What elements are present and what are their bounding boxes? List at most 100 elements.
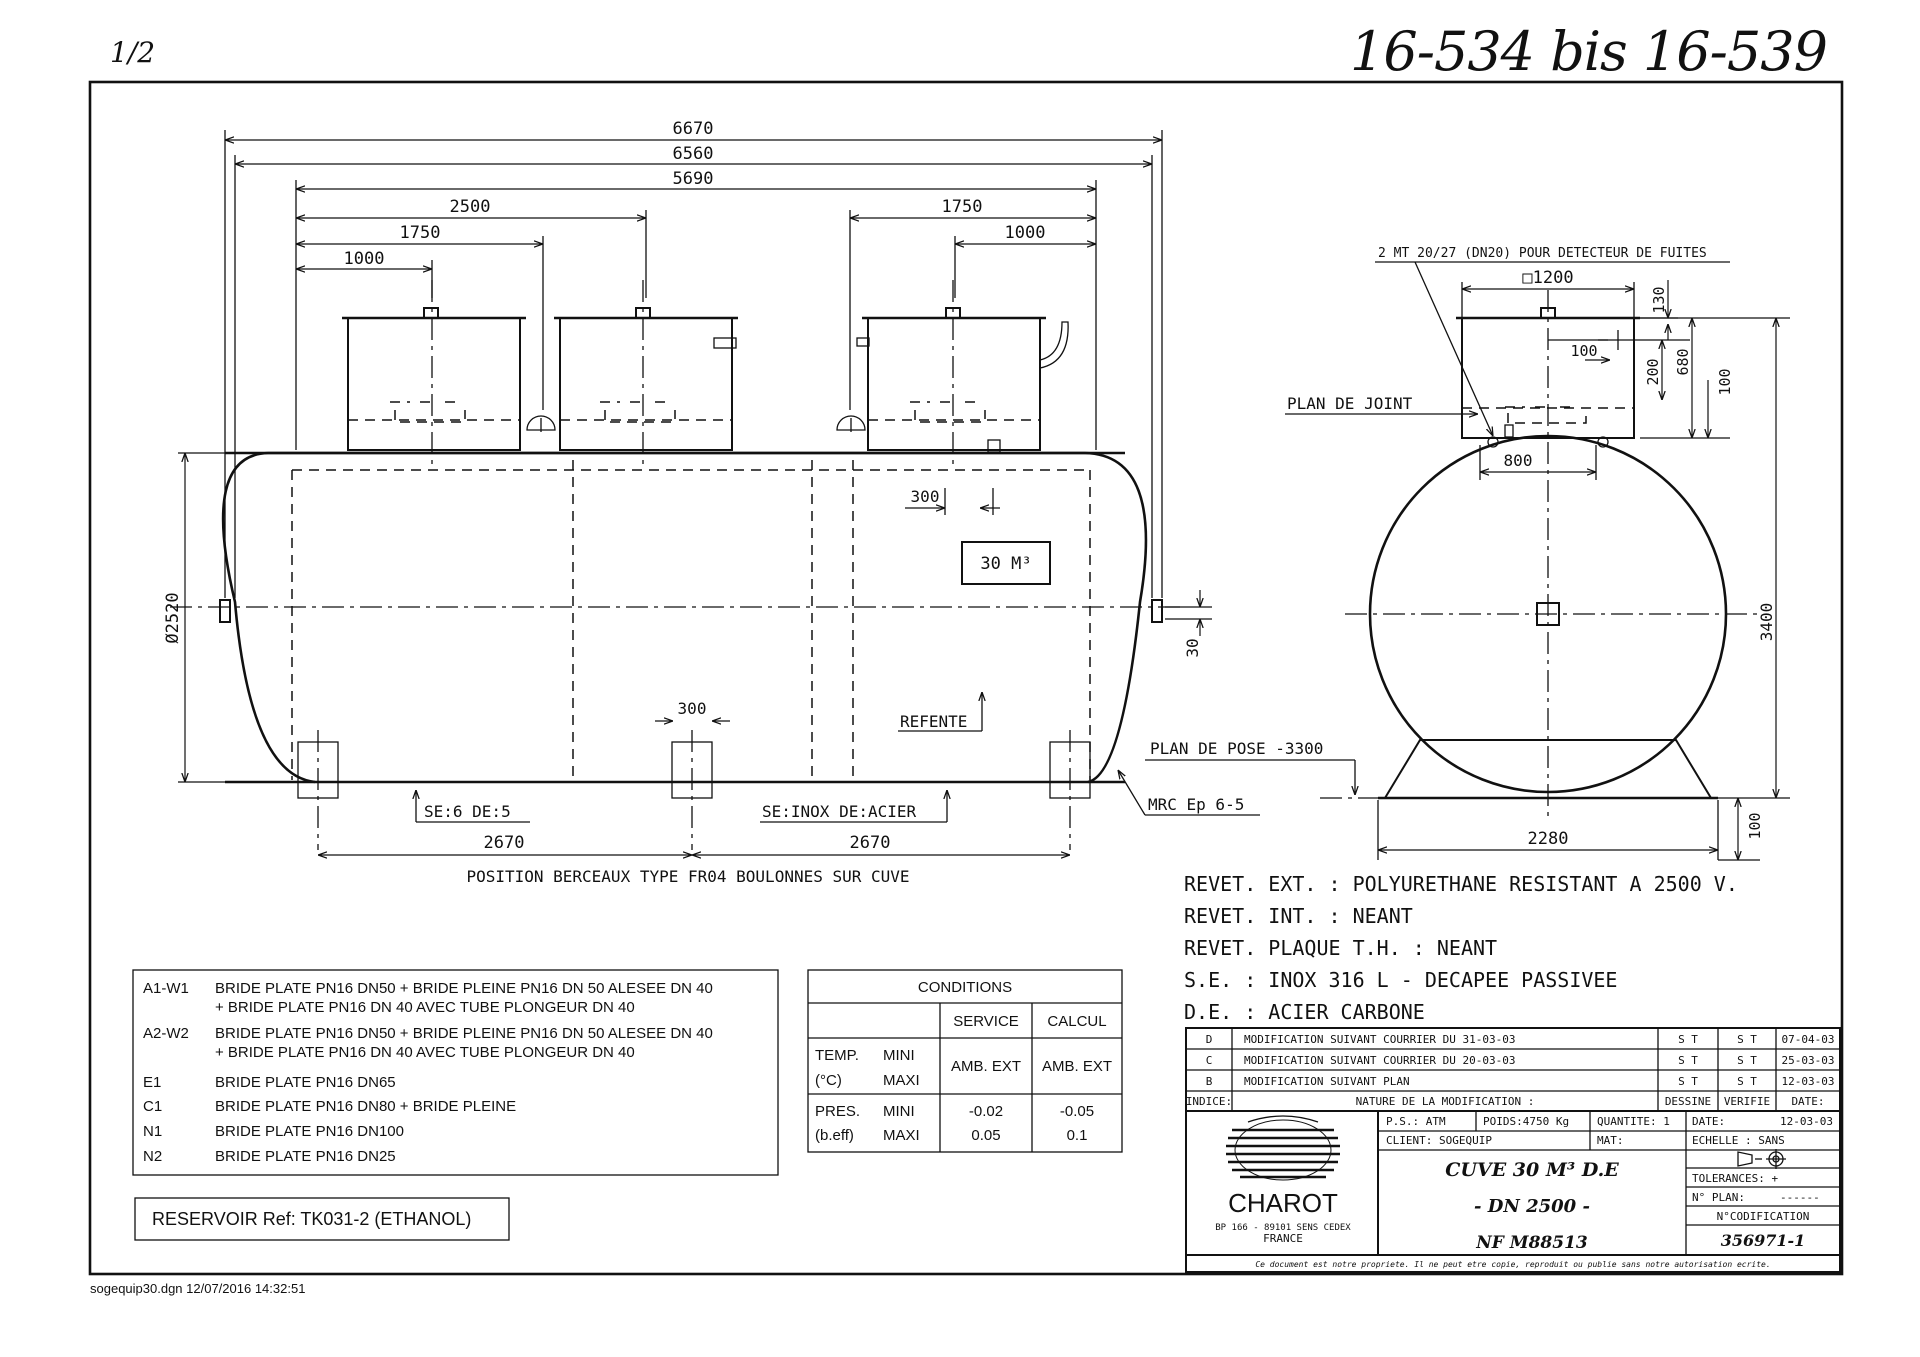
conditions-table: CONDITIONS SERVICE CALCUL TEMP. (°C) MIN… <box>807 969 1123 1153</box>
nozzle-desc: BRIDE PLATE PN16 DN50 + BRIDE PLEINE PN1… <box>215 1025 713 1042</box>
rev-indice: B <box>1206 1075 1213 1088</box>
nozzle-desc: BRIDE PLATE PN16 DN50 + BRIDE PLEINE PN1… <box>215 980 713 997</box>
spec-line-3: REVET. PLAQUE T.H. : NEANT <box>1184 936 1497 960</box>
rev-date: 12-03-03 <box>1782 1075 1835 1088</box>
conditions-title: CONDITIONS <box>918 979 1012 996</box>
col-service: SERVICE <box>953 1013 1019 1030</box>
specifications: REVET. EXT. : POLYURETHANE RESISTANT A 2… <box>1184 872 1738 1024</box>
company-country: FRANCE <box>1263 1232 1303 1245</box>
dim-1750-left: 1750 <box>400 223 441 243</box>
dim-100-bottom: 100 <box>1746 812 1764 839</box>
disclaimer: Ce document est notre propriete. Il ne p… <box>1255 1260 1770 1269</box>
reservoir-ref: RESERVOIR Ref: TK031-2 (ETHANOL) <box>152 1209 471 1229</box>
dim-berceau-left: 2670 <box>484 833 525 853</box>
company-name: CHAROT <box>1228 1188 1338 1218</box>
rev-indice: C <box>1206 1054 1213 1067</box>
row-pres: PRES. <box>815 1103 860 1120</box>
nozzle-tag: E1 <box>143 1074 161 1091</box>
rev-nature: MODIFICATION SUIVANT PLAN <box>1244 1075 1410 1088</box>
spec-line-2: REVET. INT. : NEANT <box>1184 904 1413 928</box>
dim-square-1200: □1200 <box>1522 268 1573 288</box>
dim-berceau-right: 2670 <box>850 833 891 853</box>
tb-title-3: NF M88513 <box>1475 1233 1588 1253</box>
dim-800: 800 <box>1504 451 1533 470</box>
pres-min-service: -0.02 <box>969 1103 1003 1120</box>
reservoir-box <box>134 1197 510 1241</box>
title-block: D MODIFICATION SUIVANT COURRIER DU 31-03… <box>1185 1027 1841 1273</box>
charot-logo-icon <box>1226 1115 1340 1181</box>
nozzle-table: A1-W1 BRIDE PLATE PN16 DN50 + BRIDE PLEI… <box>132 969 779 1176</box>
temp-calcul: AMB. EXT <box>1042 1058 1112 1075</box>
dim-1000-left: 1000 <box>344 249 385 269</box>
nozzle-tag: A2-W2 <box>143 1025 189 1042</box>
dim-1000-right: 1000 <box>1005 223 1046 243</box>
tb-mat: MAT: <box>1597 1134 1624 1147</box>
side-view: 6670 6560 5690 2500 1750 1000 1750 1000 … <box>163 119 1390 886</box>
dim-300-dome: 300 <box>911 487 940 506</box>
dim-200: 200 <box>1644 358 1662 385</box>
rev-nature: MODIFICATION SUIVANT COURRIER DU 31-03-0… <box>1244 1033 1516 1046</box>
temp-service: AMB. EXT <box>951 1058 1021 1075</box>
tb-ps: P.S.: ATM <box>1386 1115 1446 1128</box>
tb-client: CLIENT: SOGEQUIP <box>1386 1134 1492 1147</box>
pres-max-service: 0.05 <box>971 1127 1000 1144</box>
pres-mini: MINI <box>883 1103 915 1120</box>
position-caption: POSITION BERCEAUX TYPE FR04 BOULONNES SU… <box>466 867 909 886</box>
nozzle-tag: N2 <box>143 1148 162 1165</box>
nozzle-tag: A1-W1 <box>143 980 189 997</box>
company-address: BP 166 - 89101 SENS CEDEX <box>1215 1223 1351 1233</box>
nozzle-desc: BRIDE PLATE PN16 DN25 <box>215 1148 396 1165</box>
tb-nplan-value: ------ <box>1780 1191 1820 1204</box>
dim-3400: 3400 <box>1757 603 1776 642</box>
tb-date-label: DATE: <box>1692 1115 1725 1128</box>
drawing-frame <box>88 80 1844 1276</box>
rev-header-verifie: VERIFIE <box>1724 1095 1770 1108</box>
tb-quantite: QUANTITE: 1 <box>1597 1115 1670 1128</box>
rev-header-date: DATE: <box>1791 1095 1824 1108</box>
rev-date: 25-03-03 <box>1782 1054 1835 1067</box>
reference-numbers: 16-534 bis 16-539 <box>1350 20 1827 83</box>
tb-ncode-label: N°CODIFICATION <box>1717 1210 1810 1223</box>
tb-tolerances: TOLERANCES: + <box>1692 1172 1778 1185</box>
rev-nature: MODIFICATION SUIVANT COURRIER DU 20-03-0… <box>1244 1054 1516 1067</box>
dim-100-right: 100 <box>1716 368 1734 395</box>
se-left-label: SE:6 DE:5 <box>424 802 511 821</box>
dim-overall-length: 6670 <box>673 119 714 139</box>
tb-ncode-value: 356971-1 <box>1721 1231 1806 1250</box>
dim-30: 30 <box>1183 638 1202 657</box>
pres-max-calcul: 0.1 <box>1067 1127 1088 1144</box>
sheet-number: 1/2 <box>110 36 155 69</box>
dim-diameter: Ø2520 <box>163 592 183 643</box>
leak-detector-note: 2 MT 20/27 (DN20) POUR DETECTEUR DE FUIT… <box>1378 246 1707 261</box>
rev-header-indice: INDICE: <box>1186 1095 1232 1108</box>
tb-nplan-label: N° PLAN: <box>1692 1191 1745 1204</box>
dim-1750-right: 1750 <box>942 197 983 217</box>
rev-verifie: S T <box>1737 1075 1757 1088</box>
rev-header-nature: NATURE DE LA MODIFICATION : <box>1356 1095 1535 1108</box>
dim-2280: 2280 <box>1528 829 1569 849</box>
nozzle-desc: BRIDE PLATE PN16 DN100 <box>215 1123 404 1140</box>
spec-line-4: S.E. : INOX 316 L - DECAPEE PASSIVEE <box>1184 968 1617 992</box>
plan-de-joint-label: PLAN DE JOINT <box>1287 394 1413 413</box>
dim-cylinder-length: 5690 <box>673 169 714 189</box>
pres-min-calcul: -0.05 <box>1060 1103 1094 1120</box>
temp-mini: MINI <box>883 1047 915 1064</box>
tb-poids: POIDS:4750 Kg <box>1483 1115 1569 1128</box>
projection-symbol-icon <box>1737 1149 1786 1169</box>
rev-date: 07-04-03 <box>1782 1033 1835 1046</box>
pres-maxi: MAXI <box>883 1127 920 1144</box>
tb-title-1: CUVE 30 M³ D.E <box>1445 1159 1619 1181</box>
dim-300-cradle: 300 <box>678 699 707 718</box>
rev-dessine: S T <box>1678 1054 1698 1067</box>
tb-title-2: - DN 2500 - <box>1474 1196 1590 1217</box>
end-view: 2 MT 20/27 (DN20) POUR DETECTEUR DE FUIT… <box>1285 246 1790 861</box>
row-temp-unit: (°C) <box>815 1072 842 1089</box>
nozzle-tag: C1 <box>143 1098 162 1115</box>
row-pres-unit: (b.eff) <box>815 1127 854 1144</box>
refente-label: REFENTE <box>900 712 967 731</box>
dim-2500: 2500 <box>450 197 491 217</box>
temp-maxi: MAXI <box>883 1072 920 1089</box>
spec-line-5: D.E. : ACIER CARBONE <box>1184 1000 1425 1024</box>
nozzle-desc-cont: + BRIDE PLATE PN16 DN 40 AVEC TUBE PLONG… <box>215 999 635 1016</box>
